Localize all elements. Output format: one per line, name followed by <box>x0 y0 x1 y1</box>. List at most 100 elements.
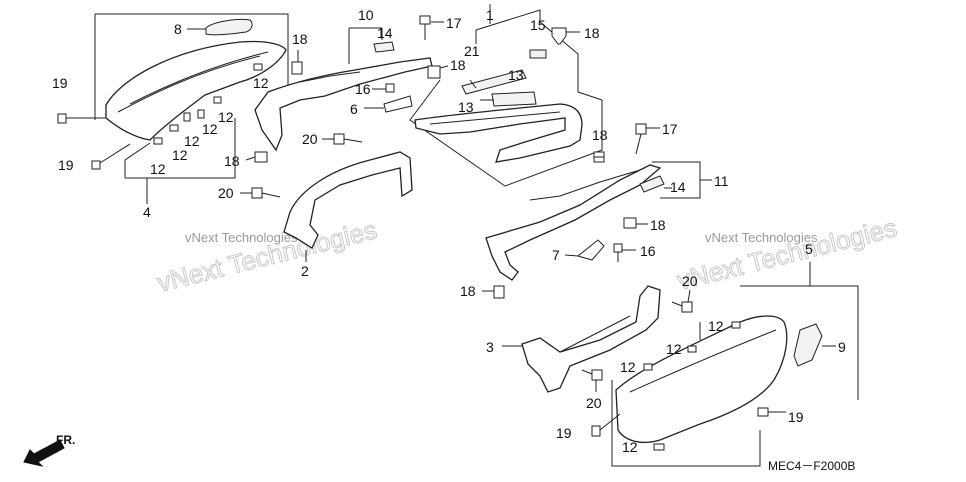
leader-line <box>439 65 449 69</box>
rubber-pad <box>169 124 179 132</box>
cowl-crease-line <box>129 51 269 105</box>
watermark-large-left: vNext Technologies <box>154 214 380 298</box>
rubber-pad <box>153 137 163 145</box>
bracket-line <box>611 380 761 467</box>
cowl-crease-line <box>117 55 261 113</box>
screw-16 <box>613 243 623 253</box>
callout-4: 4 <box>143 204 151 220</box>
cover-crease-line <box>629 329 777 393</box>
stay-edge-line <box>299 71 361 83</box>
rubber-pad <box>643 363 653 371</box>
callout-21: 21 <box>464 43 480 59</box>
assembly-11-right-stay <box>482 123 712 299</box>
watermark-large-right: vNext Technologies <box>674 212 900 296</box>
rubber-pad <box>653 443 665 451</box>
mount-bracket-7 <box>576 239 605 261</box>
callout-20-b: 20 <box>218 185 234 201</box>
bracket-line <box>475 9 541 44</box>
callout-12-f: 12 <box>150 161 166 177</box>
bolt-shank <box>261 192 281 198</box>
bracket-line <box>740 285 859 400</box>
bolt-17 <box>635 123 647 135</box>
bolt-head <box>333 133 345 145</box>
callout-12-a: 12 <box>253 75 269 91</box>
front-label: FR. <box>56 433 75 447</box>
screw-head <box>91 160 101 170</box>
bracket-line <box>125 118 236 179</box>
rubber-pad-14 <box>373 41 395 53</box>
leader-line <box>245 156 256 161</box>
leader-line <box>564 254 579 257</box>
callout-20-d: 20 <box>586 395 602 411</box>
front-arrow-icon <box>23 439 65 467</box>
callout-7: 7 <box>552 247 560 263</box>
decal-9 <box>793 323 823 367</box>
callout-13-a: 13 <box>508 67 524 83</box>
callout-6: 6 <box>350 101 358 117</box>
callout-18-d: 18 <box>592 127 608 143</box>
leader-line <box>687 289 691 303</box>
watermark-small-right: vNext Technologies <box>705 230 818 245</box>
cushion-15 <box>529 49 547 59</box>
grab-rail <box>414 103 583 163</box>
callout-18-a: 18 <box>292 31 308 47</box>
rubber-pad <box>183 112 191 122</box>
callout-3: 3 <box>486 339 494 355</box>
callout-12-e: 12 <box>172 147 188 163</box>
seat-cowl-shell <box>105 40 287 141</box>
callout-11: 11 <box>714 173 729 189</box>
callout-17-b: 17 <box>662 121 678 137</box>
assembly-10-rear-stay <box>240 15 449 262</box>
bolt-20-upper <box>681 301 693 313</box>
assembly-3-lower-frame <box>502 285 693 393</box>
callout-15: 15 <box>530 17 546 33</box>
screw-19-right <box>757 407 769 417</box>
callout-12-c: 12 <box>202 121 218 137</box>
bracket-line <box>409 79 603 187</box>
rubber-pad <box>197 109 205 119</box>
callout-labels: 1 2 3 4 5 6 7 8 9 10 11 12 12 12 12 12 1… <box>52 7 846 455</box>
bolt-shank <box>581 369 593 375</box>
bolt-shank <box>635 133 642 155</box>
callout-14-a: 14 <box>377 25 393 41</box>
bolt-head <box>251 187 263 199</box>
callout-5: 5 <box>805 241 813 257</box>
side-stay-plate <box>485 164 662 281</box>
grommet <box>551 27 567 45</box>
side-cover-shell <box>615 315 788 444</box>
bolt-17-top <box>419 15 444 40</box>
callout-10: 10 <box>358 7 374 23</box>
diagram-code: MEC4－F2000B <box>768 459 855 473</box>
callout-18-f: 18 <box>650 217 666 233</box>
callout-17-a: 17 <box>446 15 462 31</box>
callout-16-a: 16 <box>355 81 371 97</box>
leader-line <box>124 142 151 161</box>
callout-13-b: 13 <box>458 99 474 115</box>
bolt-20-lower <box>240 187 281 199</box>
callout-18-g: 18 <box>460 283 476 299</box>
leader-line <box>99 143 131 164</box>
assembly-4-left-cowl <box>57 13 289 204</box>
frame-edge-line <box>559 315 631 353</box>
callout-14-b: 14 <box>670 179 686 195</box>
trim-strip-13 <box>461 69 527 95</box>
assembly-1-grab-rail <box>409 4 605 187</box>
leader-line <box>469 79 477 89</box>
callout-12-d: 12 <box>184 133 200 149</box>
callout-19-d: 19 <box>556 425 572 441</box>
grommet <box>623 217 637 229</box>
bracket-line <box>95 13 289 88</box>
grab-rail-frame <box>283 151 413 249</box>
rail-edge-line <box>429 111 561 125</box>
callout-12-j: 12 <box>622 439 638 455</box>
rubber-pad <box>253 63 263 71</box>
callout-19-a: 19 <box>52 75 68 91</box>
screw-19-upper <box>57 113 106 124</box>
trim-strip-13 <box>491 91 537 107</box>
callout-2: 2 <box>301 263 309 279</box>
bolt-shank <box>671 301 683 307</box>
callout-16-b: 16 <box>640 243 656 259</box>
callout-18-e: 18 <box>224 153 240 169</box>
callout-12-g: 12 <box>708 318 724 334</box>
callout-1: 1 <box>486 7 494 23</box>
